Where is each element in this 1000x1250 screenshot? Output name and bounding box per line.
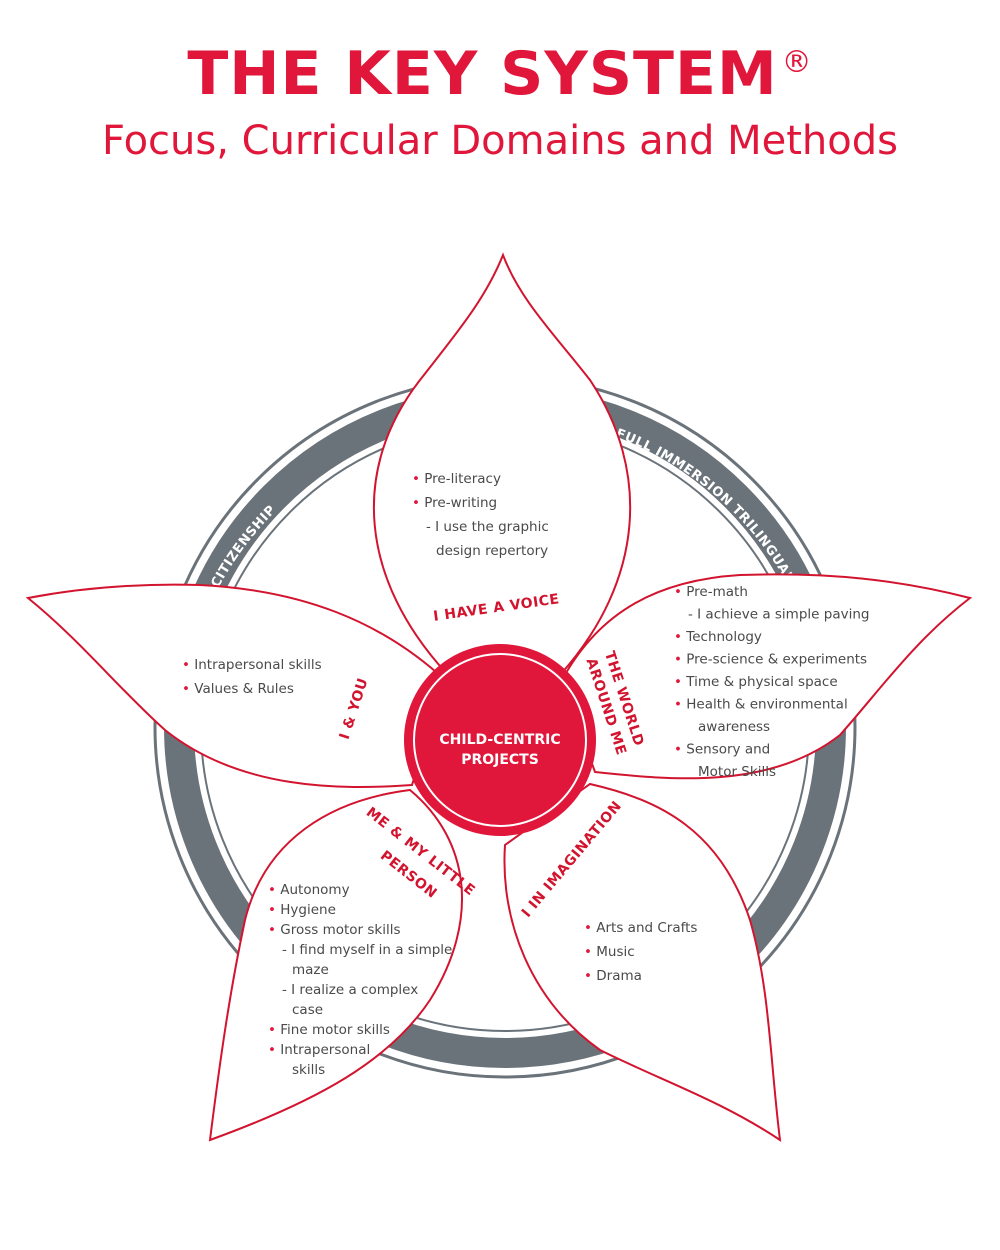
petal-imagination [503, 782, 782, 1143]
petal-item: • Pre-science & experiments [674, 652, 867, 668]
center-disc [404, 644, 596, 836]
petal-item: • Time & physical space [674, 674, 838, 690]
petal-item: • Hygiene [268, 902, 336, 918]
items-voice: • Pre-literacy • Pre-writing - I use the g… [412, 471, 549, 559]
page-title: THE KEY SYSTEM® [187, 39, 813, 109]
petal-item: • Sensory and [674, 742, 770, 758]
petal-item: - I realize a complex [282, 982, 418, 998]
petal-item: • Arts and Crafts [584, 920, 697, 936]
center-inner-ring [413, 653, 587, 827]
petal-item: • Health & environmental [674, 697, 848, 713]
petal-item: skills [292, 1062, 325, 1078]
ring-label-sustainable: SUSTAINABLE PRACTICES [392, 1129, 588, 1151]
petal-item: case [292, 1002, 323, 1018]
petal-item: • Pre-literacy [412, 471, 501, 487]
petal-item: Motor Skills [698, 764, 776, 780]
petal-you [25, 583, 447, 788]
title-block: THE KEY SYSTEM® Focus, Curricular Domain… [0, 28, 1000, 169]
petal-item: - I find myself in a simple [282, 942, 452, 958]
center-circle: CHILD-CENTRIC PROJECTS [404, 644, 596, 836]
petal-item: • Fine motor skills [268, 1022, 390, 1038]
petal-voice [372, 252, 632, 676]
petal-item: • Intrapersonal [268, 1042, 370, 1058]
petal-item: - I achieve a simple paving [688, 607, 869, 623]
petal-item: • Technology [674, 629, 762, 645]
items-you: • Intrapersonal skills • Values & Rules [182, 657, 322, 697]
petal-item: • Intrapersonal skills [182, 657, 322, 673]
petal-item: • Drama [584, 968, 642, 984]
petal-item: maze [292, 962, 329, 978]
petal-item: awareness [698, 719, 770, 735]
petal-item: • Gross motor skills [268, 922, 401, 938]
items-imagination: • Arts and Crafts • Music • Drama [584, 920, 697, 984]
petal-person [208, 788, 464, 1142]
center-line-1: CHILD-CENTRIC [439, 732, 560, 748]
petal-world [560, 573, 973, 780]
petal-item: - I use the graphic [426, 519, 549, 535]
petal-item: design repertory [436, 543, 548, 559]
petals [25, 252, 973, 1143]
petal-item: • Autonomy [268, 882, 350, 898]
petal-item: • Music [584, 944, 635, 960]
items-world: • Pre-math - I achieve a simple paving • T… [674, 584, 869, 780]
registered-mark: ® [781, 45, 813, 80]
center-line-2: PROJECTS [461, 752, 539, 768]
petal-item: • Pre-math [674, 584, 748, 600]
petal-item: • Pre-writing [412, 495, 497, 511]
petal-item: • Values & Rules [182, 681, 294, 697]
page-subtitle: Focus, Curricular Domains and Methods [102, 118, 898, 164]
items-person: • Autonomy • Hygiene • Gross motor skills -… [268, 882, 452, 1078]
